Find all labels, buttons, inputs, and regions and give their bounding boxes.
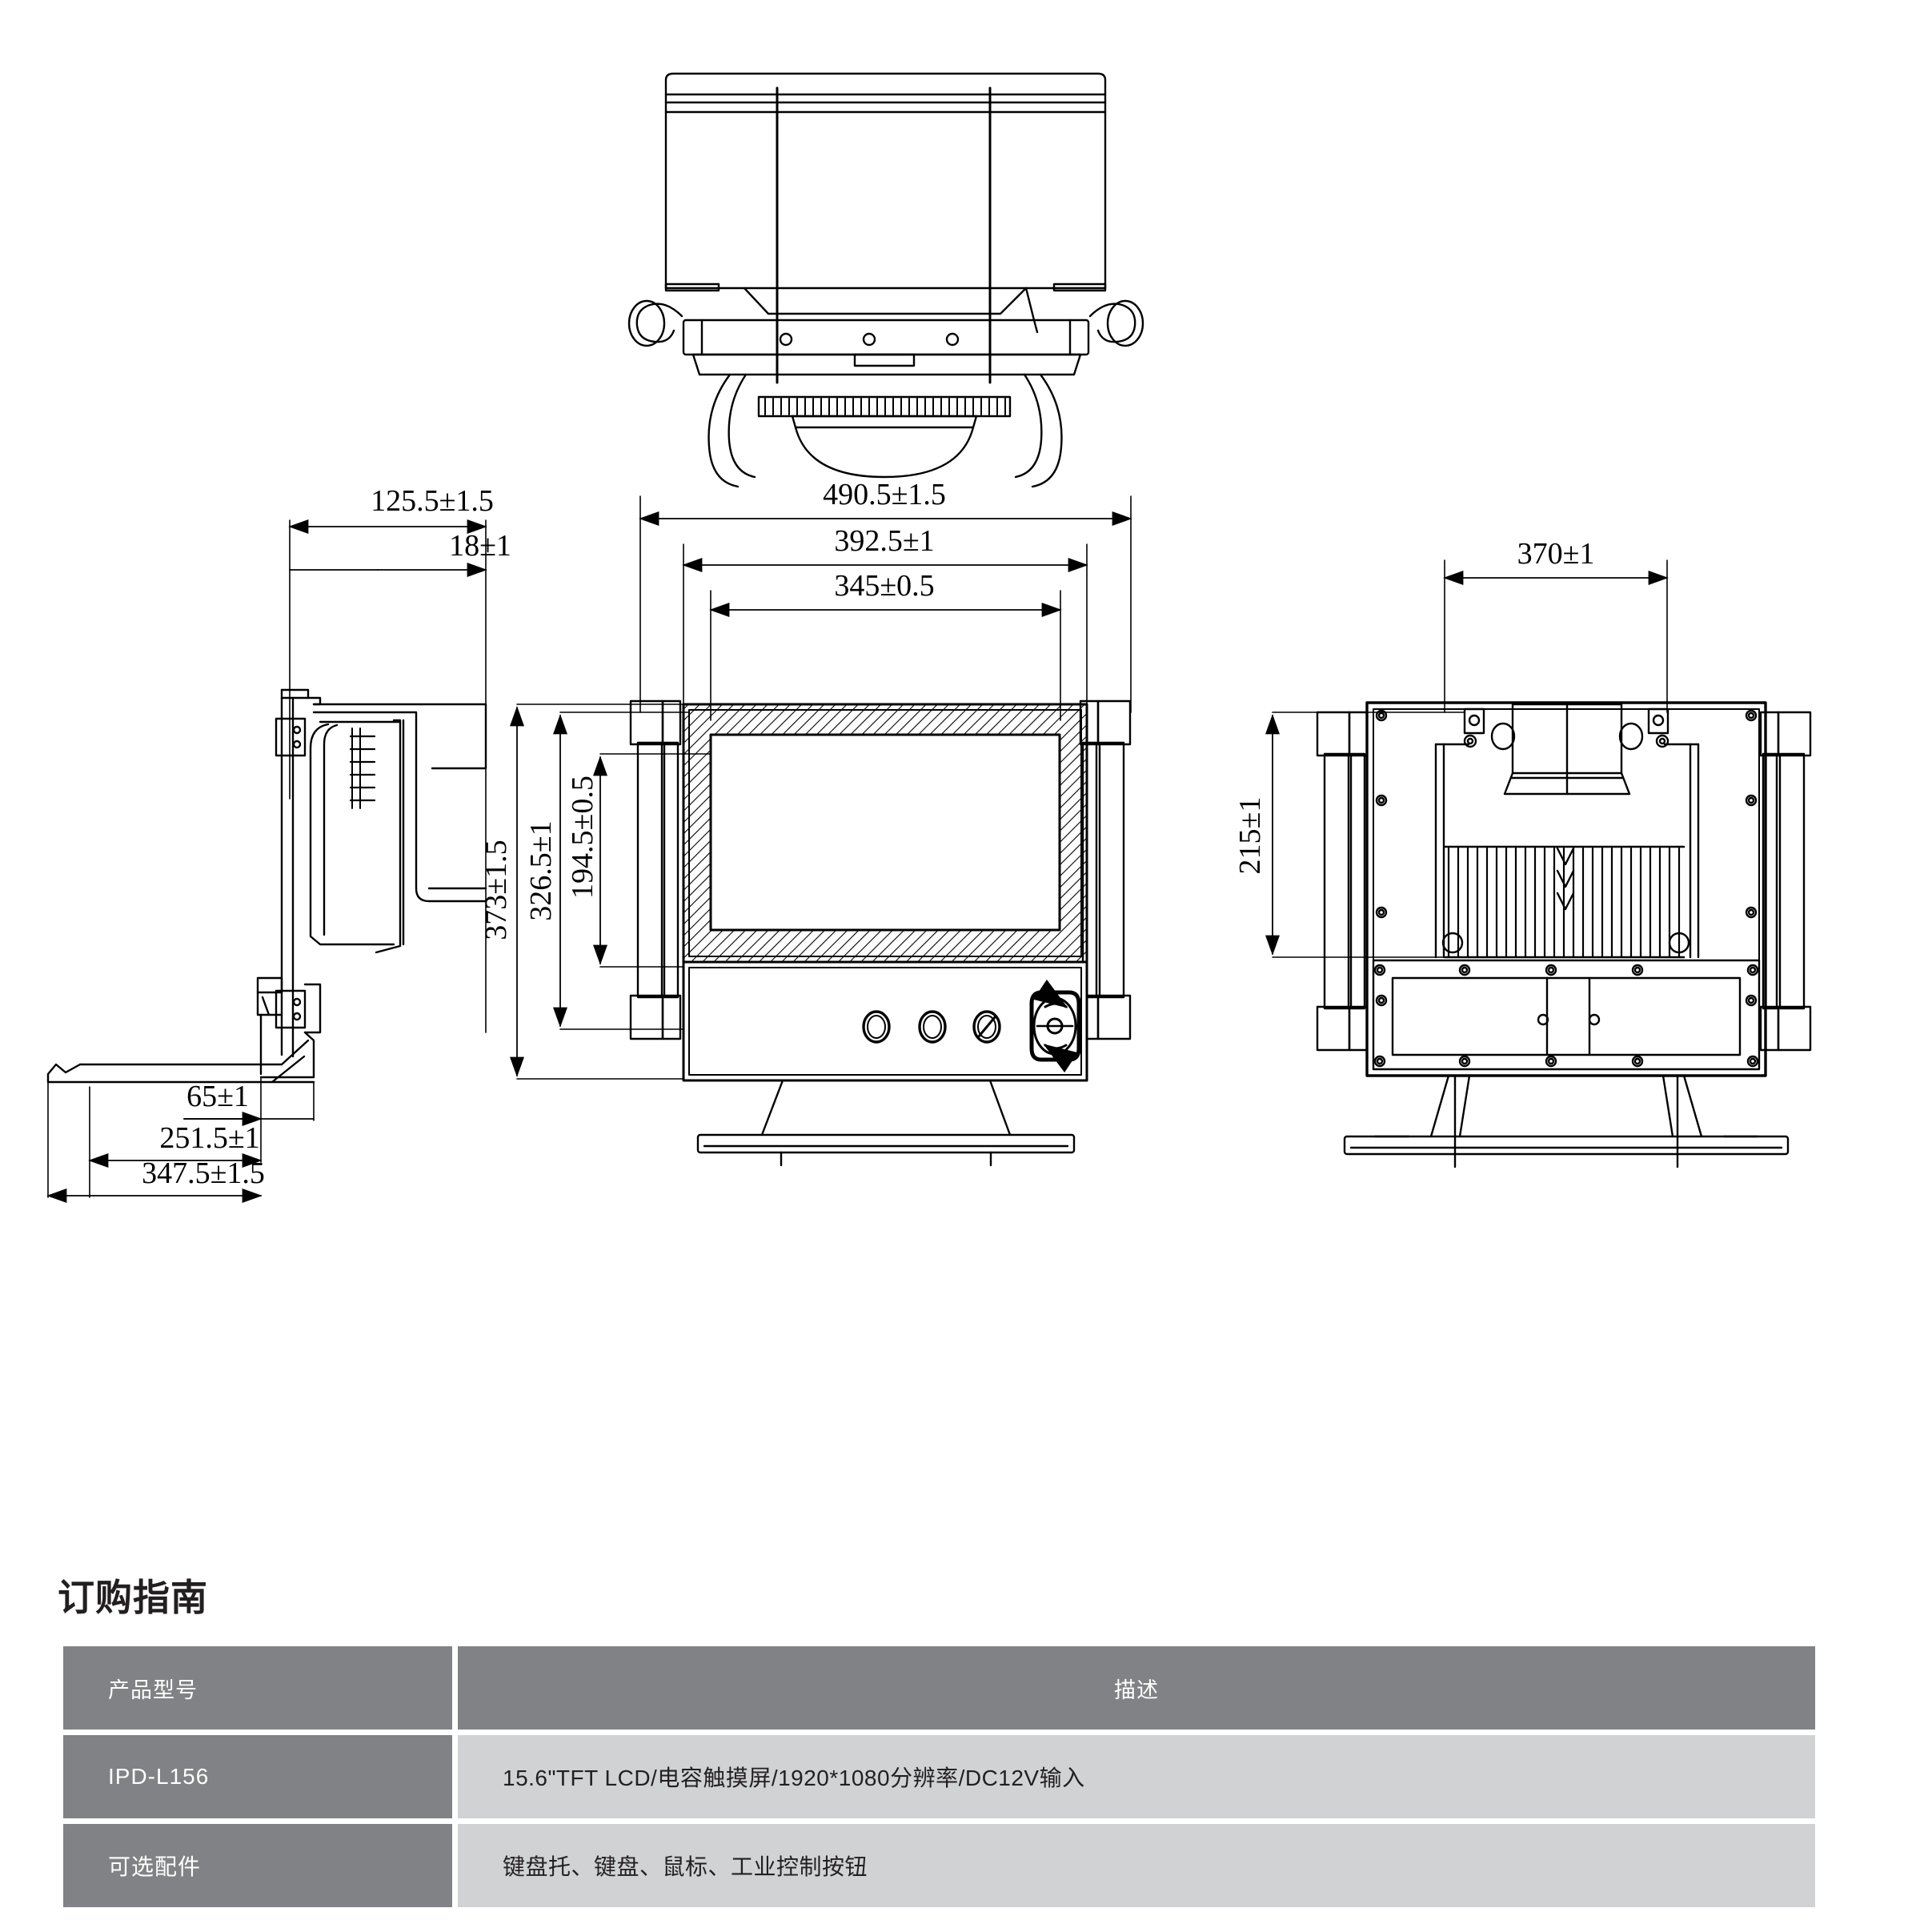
top-view-drawing xyxy=(627,72,1144,488)
table-cell-description: 键盘托、键盘、鼠标、工业控制按钮 xyxy=(458,1824,1815,1907)
rear-view-drawing xyxy=(1265,559,1812,1168)
dim-front-active-width: 345±0.5 xyxy=(834,569,934,603)
dim-front-panel-height: 326.5±1 xyxy=(524,820,558,920)
dim-side-tray-offset: 65±1 xyxy=(186,1080,249,1113)
column-header-model: 产品型号 xyxy=(63,1646,452,1730)
product-description-optional-accessories: 键盘托、键盘、鼠标、工业控制按钮 xyxy=(458,1824,1815,1907)
dim-rear-mount-height: 215±1 xyxy=(1233,797,1267,875)
dim-side-bezel-thickness: 18±1 xyxy=(449,529,511,563)
column-header-description: 描述 xyxy=(458,1646,1815,1730)
product-model-optional-accessories: 可选配件 xyxy=(63,1824,452,1907)
ordering-guide-heading: 订购指南 xyxy=(58,1577,208,1618)
technical-drawing: 125.5±1.5 18±1 65±1 251.5±1 347.5±1.5 49… xyxy=(46,72,1812,1203)
dim-front-overall-width: 490.5±1.5 xyxy=(823,478,946,511)
table-cell-model: IPD-L156 xyxy=(63,1735,452,1818)
dim-front-panel-width: 392.5±1 xyxy=(834,524,934,558)
product-model-ipd-l156: IPD-L156 xyxy=(63,1735,452,1818)
table-row: 可选配件 键盘托、键盘、鼠标、工业控制按钮 xyxy=(63,1824,1815,1907)
dim-front-overall-height: 373±1.5 xyxy=(479,840,513,940)
side-view-drawing xyxy=(46,519,487,1203)
dim-side-tray-depth: 251.5±1 xyxy=(159,1121,259,1155)
front-view-drawing xyxy=(510,495,1132,1167)
dim-front-active-height: 194.5±0.5 xyxy=(566,776,599,899)
ordering-guide-table: 产品型号 描述 IPD-L156 15.6"TFT LCD/电容触摸屏/1920… xyxy=(58,1641,1821,1913)
dim-side-total-depth: 347.5±1.5 xyxy=(142,1156,265,1190)
product-description-ipd-l156: 15.6"TFT LCD/电容触摸屏/1920*1080分辨率/DC12V输入 xyxy=(458,1735,1815,1818)
table-cell-model: 可选配件 xyxy=(63,1824,452,1907)
table-cell-description: 15.6"TFT LCD/电容触摸屏/1920*1080分辨率/DC12V输入 xyxy=(458,1735,1815,1818)
table-header-cell-model: 产品型号 xyxy=(63,1646,452,1730)
dim-rear-mount-width: 370±1 xyxy=(1517,537,1595,571)
table-header-cell-description: 描述 xyxy=(458,1646,1815,1730)
table-row: IPD-L156 15.6"TFT LCD/电容触摸屏/1920*1080分辨率… xyxy=(63,1735,1815,1818)
table-header-row: 产品型号 描述 xyxy=(63,1646,1815,1730)
dim-side-depth-overall: 125.5±1.5 xyxy=(371,484,494,518)
